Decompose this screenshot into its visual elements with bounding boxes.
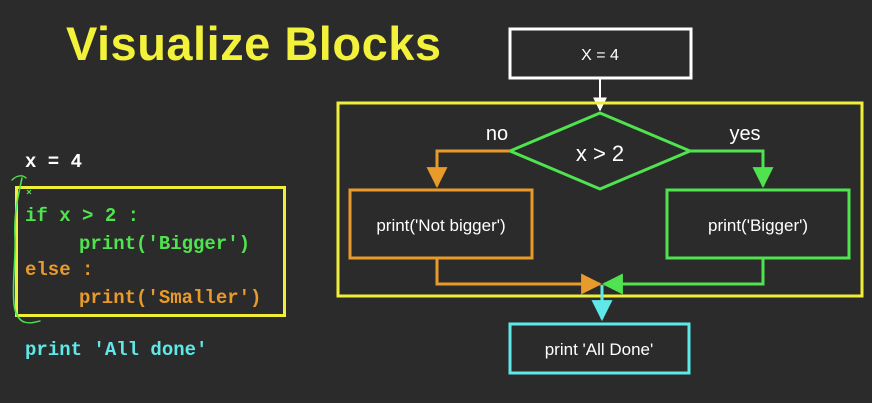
condition-diamond xyxy=(506,111,694,191)
bigger-label: print('Bigger') xyxy=(708,216,808,235)
not-bigger-label: print('Not bigger') xyxy=(376,216,505,235)
arrow-no-branch xyxy=(426,149,510,189)
hand-drawn-bracket-annotation xyxy=(11,175,41,324)
code-line-else: else : xyxy=(25,259,94,281)
page-title: Visualize Blocks xyxy=(66,17,442,70)
bigger-box xyxy=(665,188,851,260)
code-line-print-done: print 'All done' xyxy=(25,339,208,361)
end-box xyxy=(508,322,691,375)
arrow-yes-branch xyxy=(690,149,774,189)
yes-label: yes xyxy=(729,123,760,145)
code-line-print-bigger: print('Bigger') xyxy=(79,233,251,255)
code-if-block-box xyxy=(15,186,286,317)
code-line-assign: x = 4 xyxy=(25,151,83,173)
not-bigger-box xyxy=(348,188,534,260)
end-label: print 'All Done' xyxy=(545,340,654,359)
no-label: no xyxy=(486,123,508,145)
code-line-print-smaller: print('Smaller') xyxy=(79,287,262,309)
condition-label: x > 2 xyxy=(576,141,624,166)
code-line-if: if x > 2 : xyxy=(25,205,140,227)
arrow-not-bigger-merge xyxy=(435,258,603,295)
start-label: X = 4 xyxy=(581,47,619,64)
arrow-bigger-merge xyxy=(601,258,765,295)
if-block-container xyxy=(336,101,864,298)
